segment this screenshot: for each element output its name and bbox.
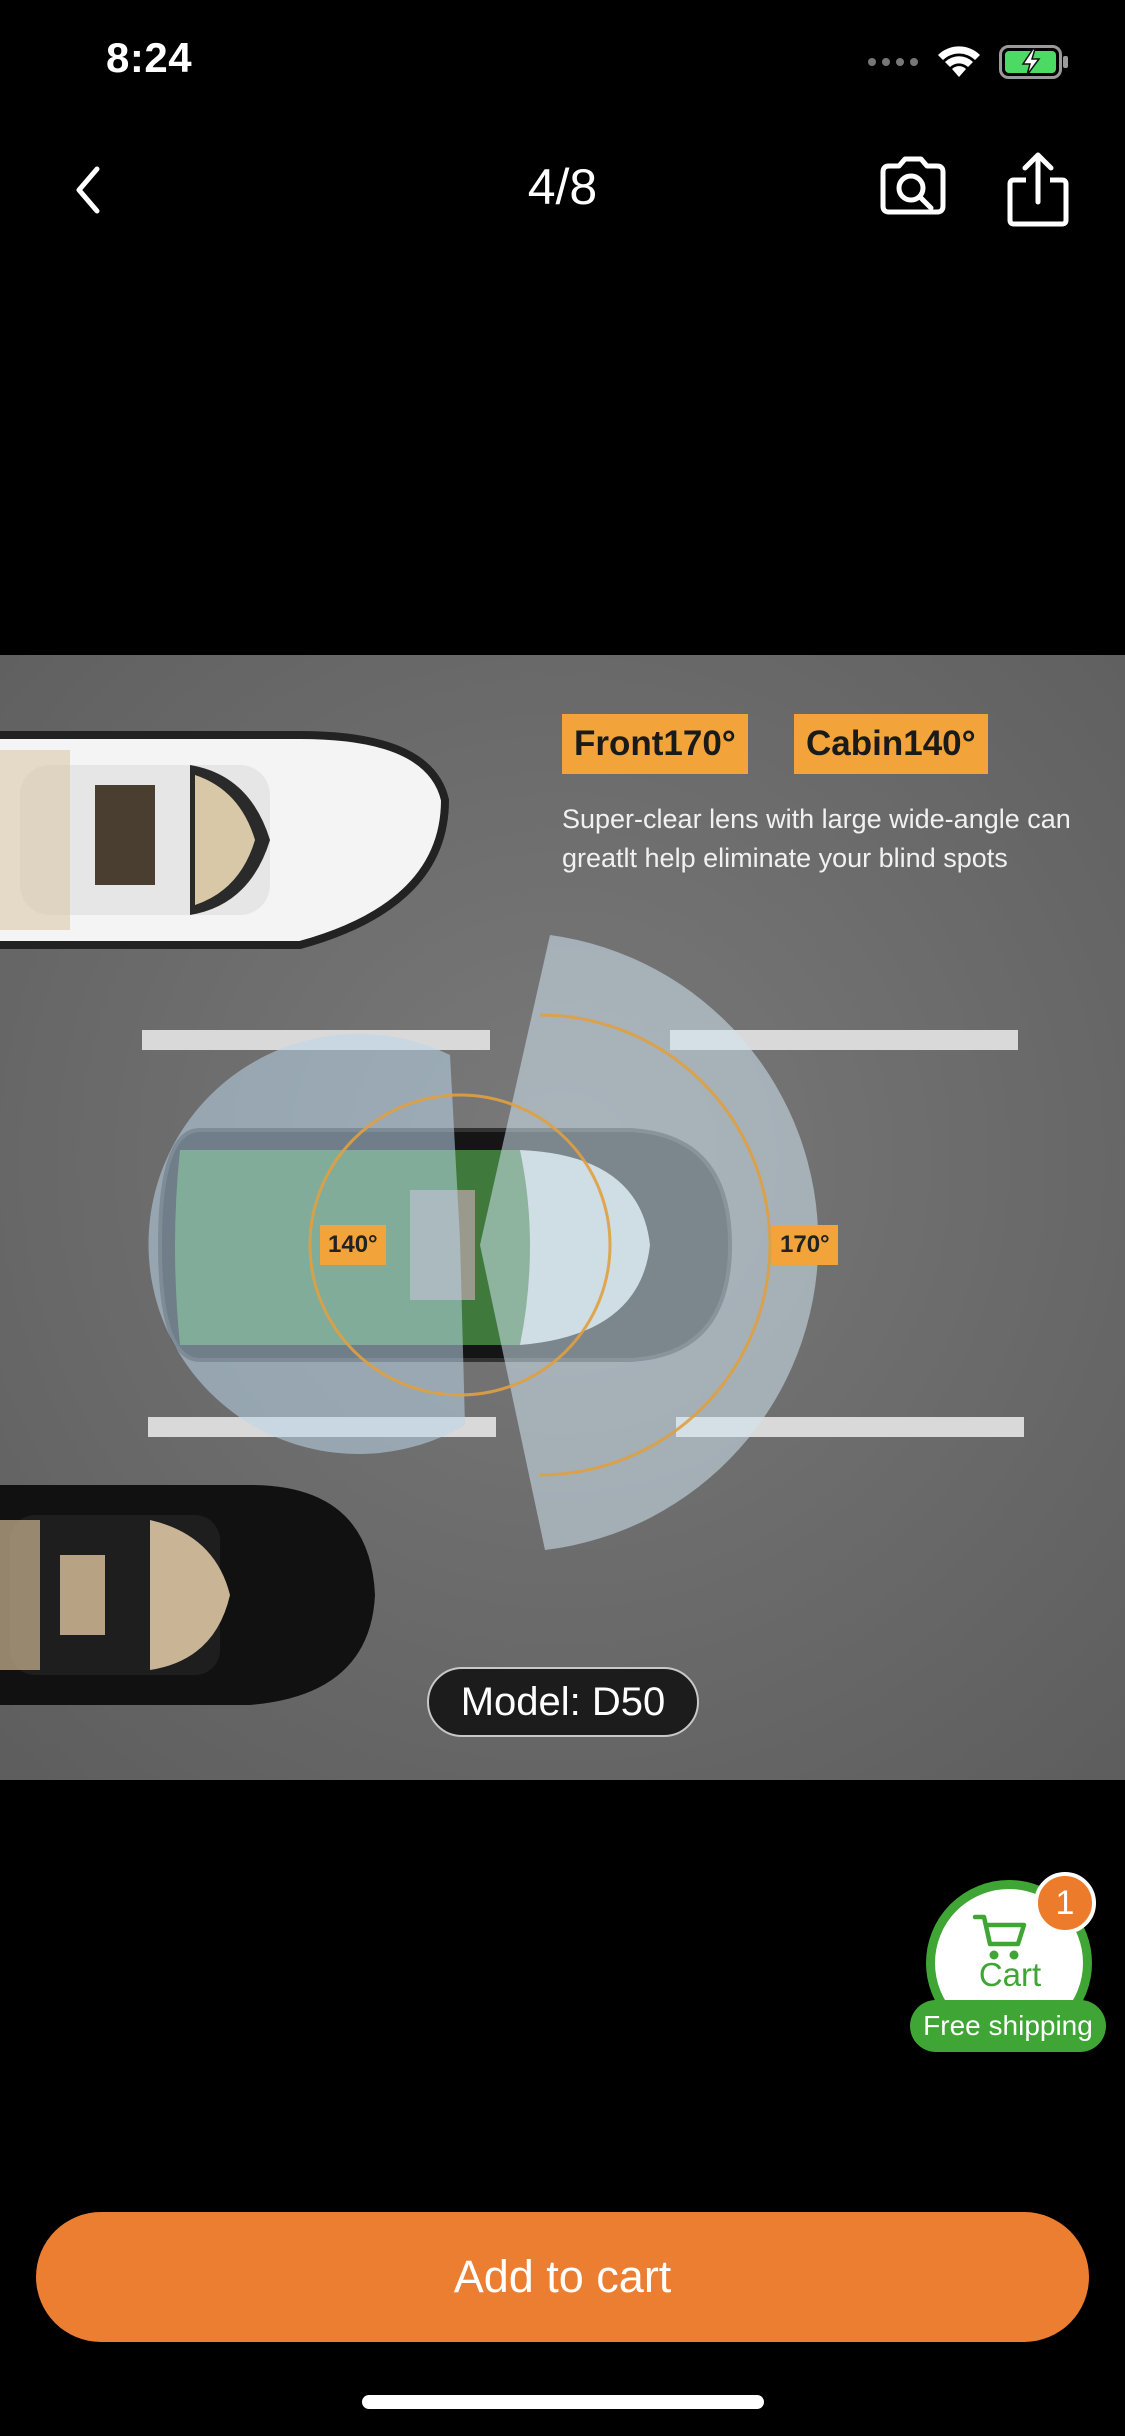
nav-bar: 4/8 xyxy=(0,130,1125,250)
cart-count-badge: 1 xyxy=(1034,1872,1096,1934)
back-button[interactable] xyxy=(58,155,118,225)
front-angle-tag: Front170° xyxy=(562,714,748,774)
wifi-icon xyxy=(938,46,980,77)
free-shipping-badge: Free shipping xyxy=(910,2000,1106,2052)
share-icon xyxy=(1007,152,1069,227)
battery-charging-icon xyxy=(999,45,1068,79)
model-pill: Model: D50 xyxy=(427,1667,699,1737)
visual-search-icon xyxy=(880,156,946,215)
visual-search-button[interactable] xyxy=(875,152,951,228)
cart-icon xyxy=(972,1914,1027,1960)
cabin-angle-label: 140° xyxy=(320,1225,386,1265)
status-bar: 8:24 xyxy=(0,0,1125,120)
front-angle-label: 170° xyxy=(772,1225,838,1265)
product-image[interactable]: Front170° Cabin140° Super-clear lens wit… xyxy=(0,655,1125,1780)
cart-label: Cart xyxy=(978,1956,1042,1993)
cabin-angle-tag: Cabin140° xyxy=(794,714,988,774)
front-fov xyxy=(480,935,819,1550)
add-to-cart-button[interactable]: Add to cart xyxy=(36,2212,1089,2342)
product-tagline: Super-clear lens with large wide-angle c… xyxy=(562,804,1071,873)
share-button[interactable] xyxy=(1000,150,1076,230)
status-icons xyxy=(867,40,1069,84)
signal-dots-icon xyxy=(868,58,918,66)
black-car xyxy=(0,1485,375,1705)
white-car xyxy=(0,731,450,949)
cabin-fov xyxy=(148,1034,466,1455)
floating-cart-button[interactable]: Cart 1 Free shipping xyxy=(910,1872,1110,2052)
chevron-left-icon xyxy=(76,166,100,214)
page-indicator: 4/8 xyxy=(527,159,598,215)
home-indicator xyxy=(362,2395,764,2409)
status-time: 8:24 xyxy=(106,34,193,81)
parking-scene-illustration xyxy=(0,655,1125,1780)
